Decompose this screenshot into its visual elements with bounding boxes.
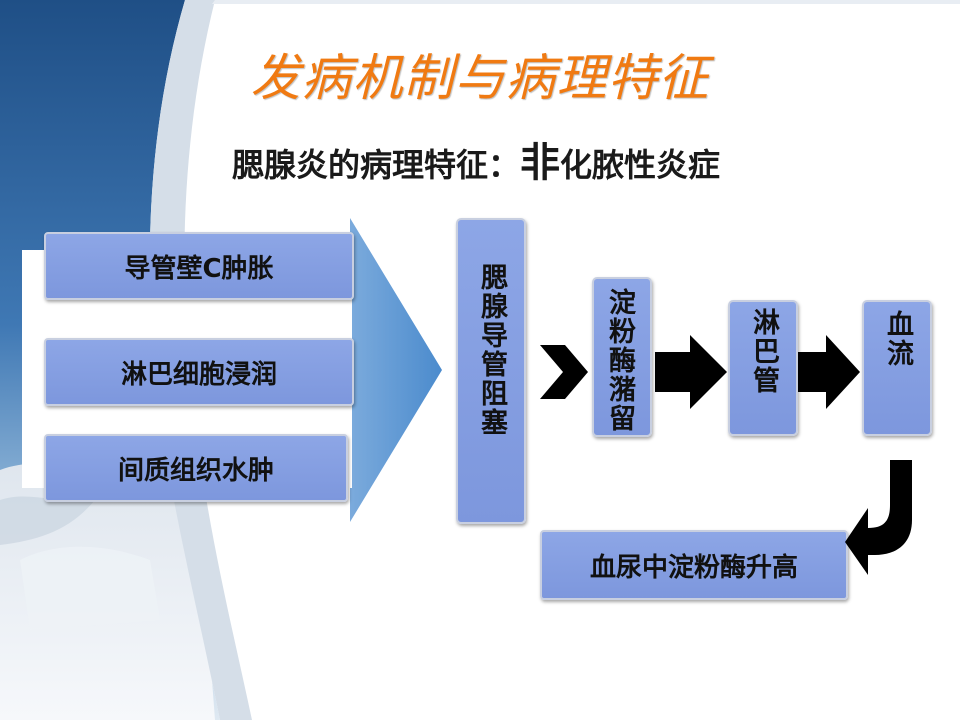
cause-box-interstitial-edema: 间质组织水肿 xyxy=(44,434,348,502)
chevron-arrow-1 xyxy=(540,345,588,399)
subtitle-tail: 化脓性炎症 xyxy=(560,146,721,184)
subtitle-emphasis: 非 xyxy=(520,140,561,186)
slide-title: 发病机制与病理特征 xyxy=(250,49,710,107)
lymphatic-label: 淋巴管 xyxy=(748,308,779,395)
cause-box-duct-swelling: 导管壁C肿胀 xyxy=(44,232,354,300)
obstruction-label: 腮腺导管阻塞 xyxy=(476,263,507,437)
blood-flow-box xyxy=(862,300,932,436)
blood-flow-label: 血流 xyxy=(882,310,913,368)
lymphatic-box xyxy=(728,300,798,436)
subtitle-main: 腮腺炎的病理特征： xyxy=(232,146,521,184)
result-box: 血尿中淀粉酶升高 xyxy=(540,530,848,600)
amylase-retention-label: 淀粉酶潴留 xyxy=(604,288,635,433)
curved-arrow-4 xyxy=(845,460,912,575)
block-arrow-2 xyxy=(655,335,727,409)
slide-subtitle: 腮腺炎的病理特征：非化脓性炎症 xyxy=(232,130,720,188)
block-arrow-3 xyxy=(798,335,860,409)
amylase-retention-box xyxy=(592,277,652,437)
obstruction-box xyxy=(456,218,526,524)
cause-box-lymphocyte-infiltration: 淋巴细胞浸润 xyxy=(44,338,354,406)
